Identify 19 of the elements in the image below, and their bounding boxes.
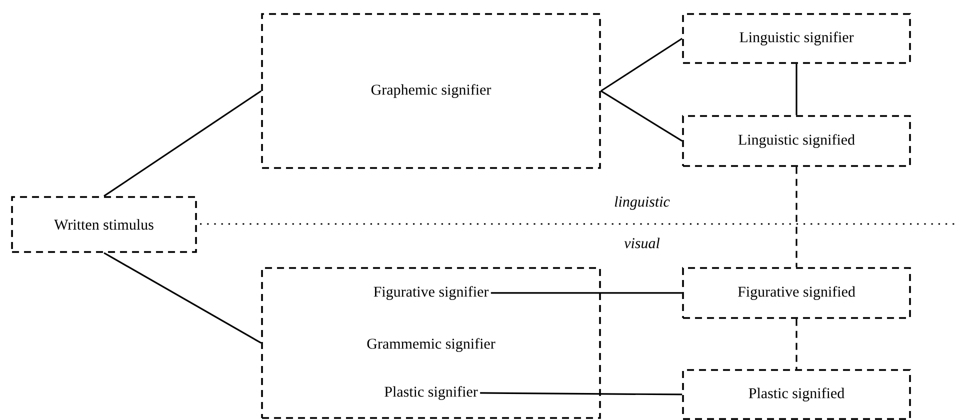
connector-line bbox=[796, 318, 798, 370]
node-text: Figurative signifier bbox=[374, 286, 489, 300]
dashed-box: Plastic signified bbox=[682, 369, 911, 420]
dashed-box: Written stimulus bbox=[11, 196, 197, 253]
dashed-box: Linguistic signified bbox=[682, 115, 911, 167]
connector-line bbox=[796, 64, 798, 116]
region-label: visual bbox=[624, 238, 660, 248]
connector-line bbox=[600, 38, 683, 92]
dashed-box: Linguistic signifier bbox=[682, 13, 911, 64]
node-text: Plastic signifier bbox=[384, 386, 478, 400]
connector-line bbox=[480, 392, 682, 396]
connector-line bbox=[104, 90, 262, 197]
connector-line bbox=[490, 292, 682, 294]
connector-line bbox=[796, 166, 798, 268]
connector-line bbox=[600, 90, 683, 142]
region-label: linguistic bbox=[614, 196, 670, 210]
dashed-box: Graphemic signifier bbox=[261, 13, 601, 169]
dashed-box: Figurative signified bbox=[682, 267, 911, 319]
connector-line bbox=[104, 252, 262, 344]
